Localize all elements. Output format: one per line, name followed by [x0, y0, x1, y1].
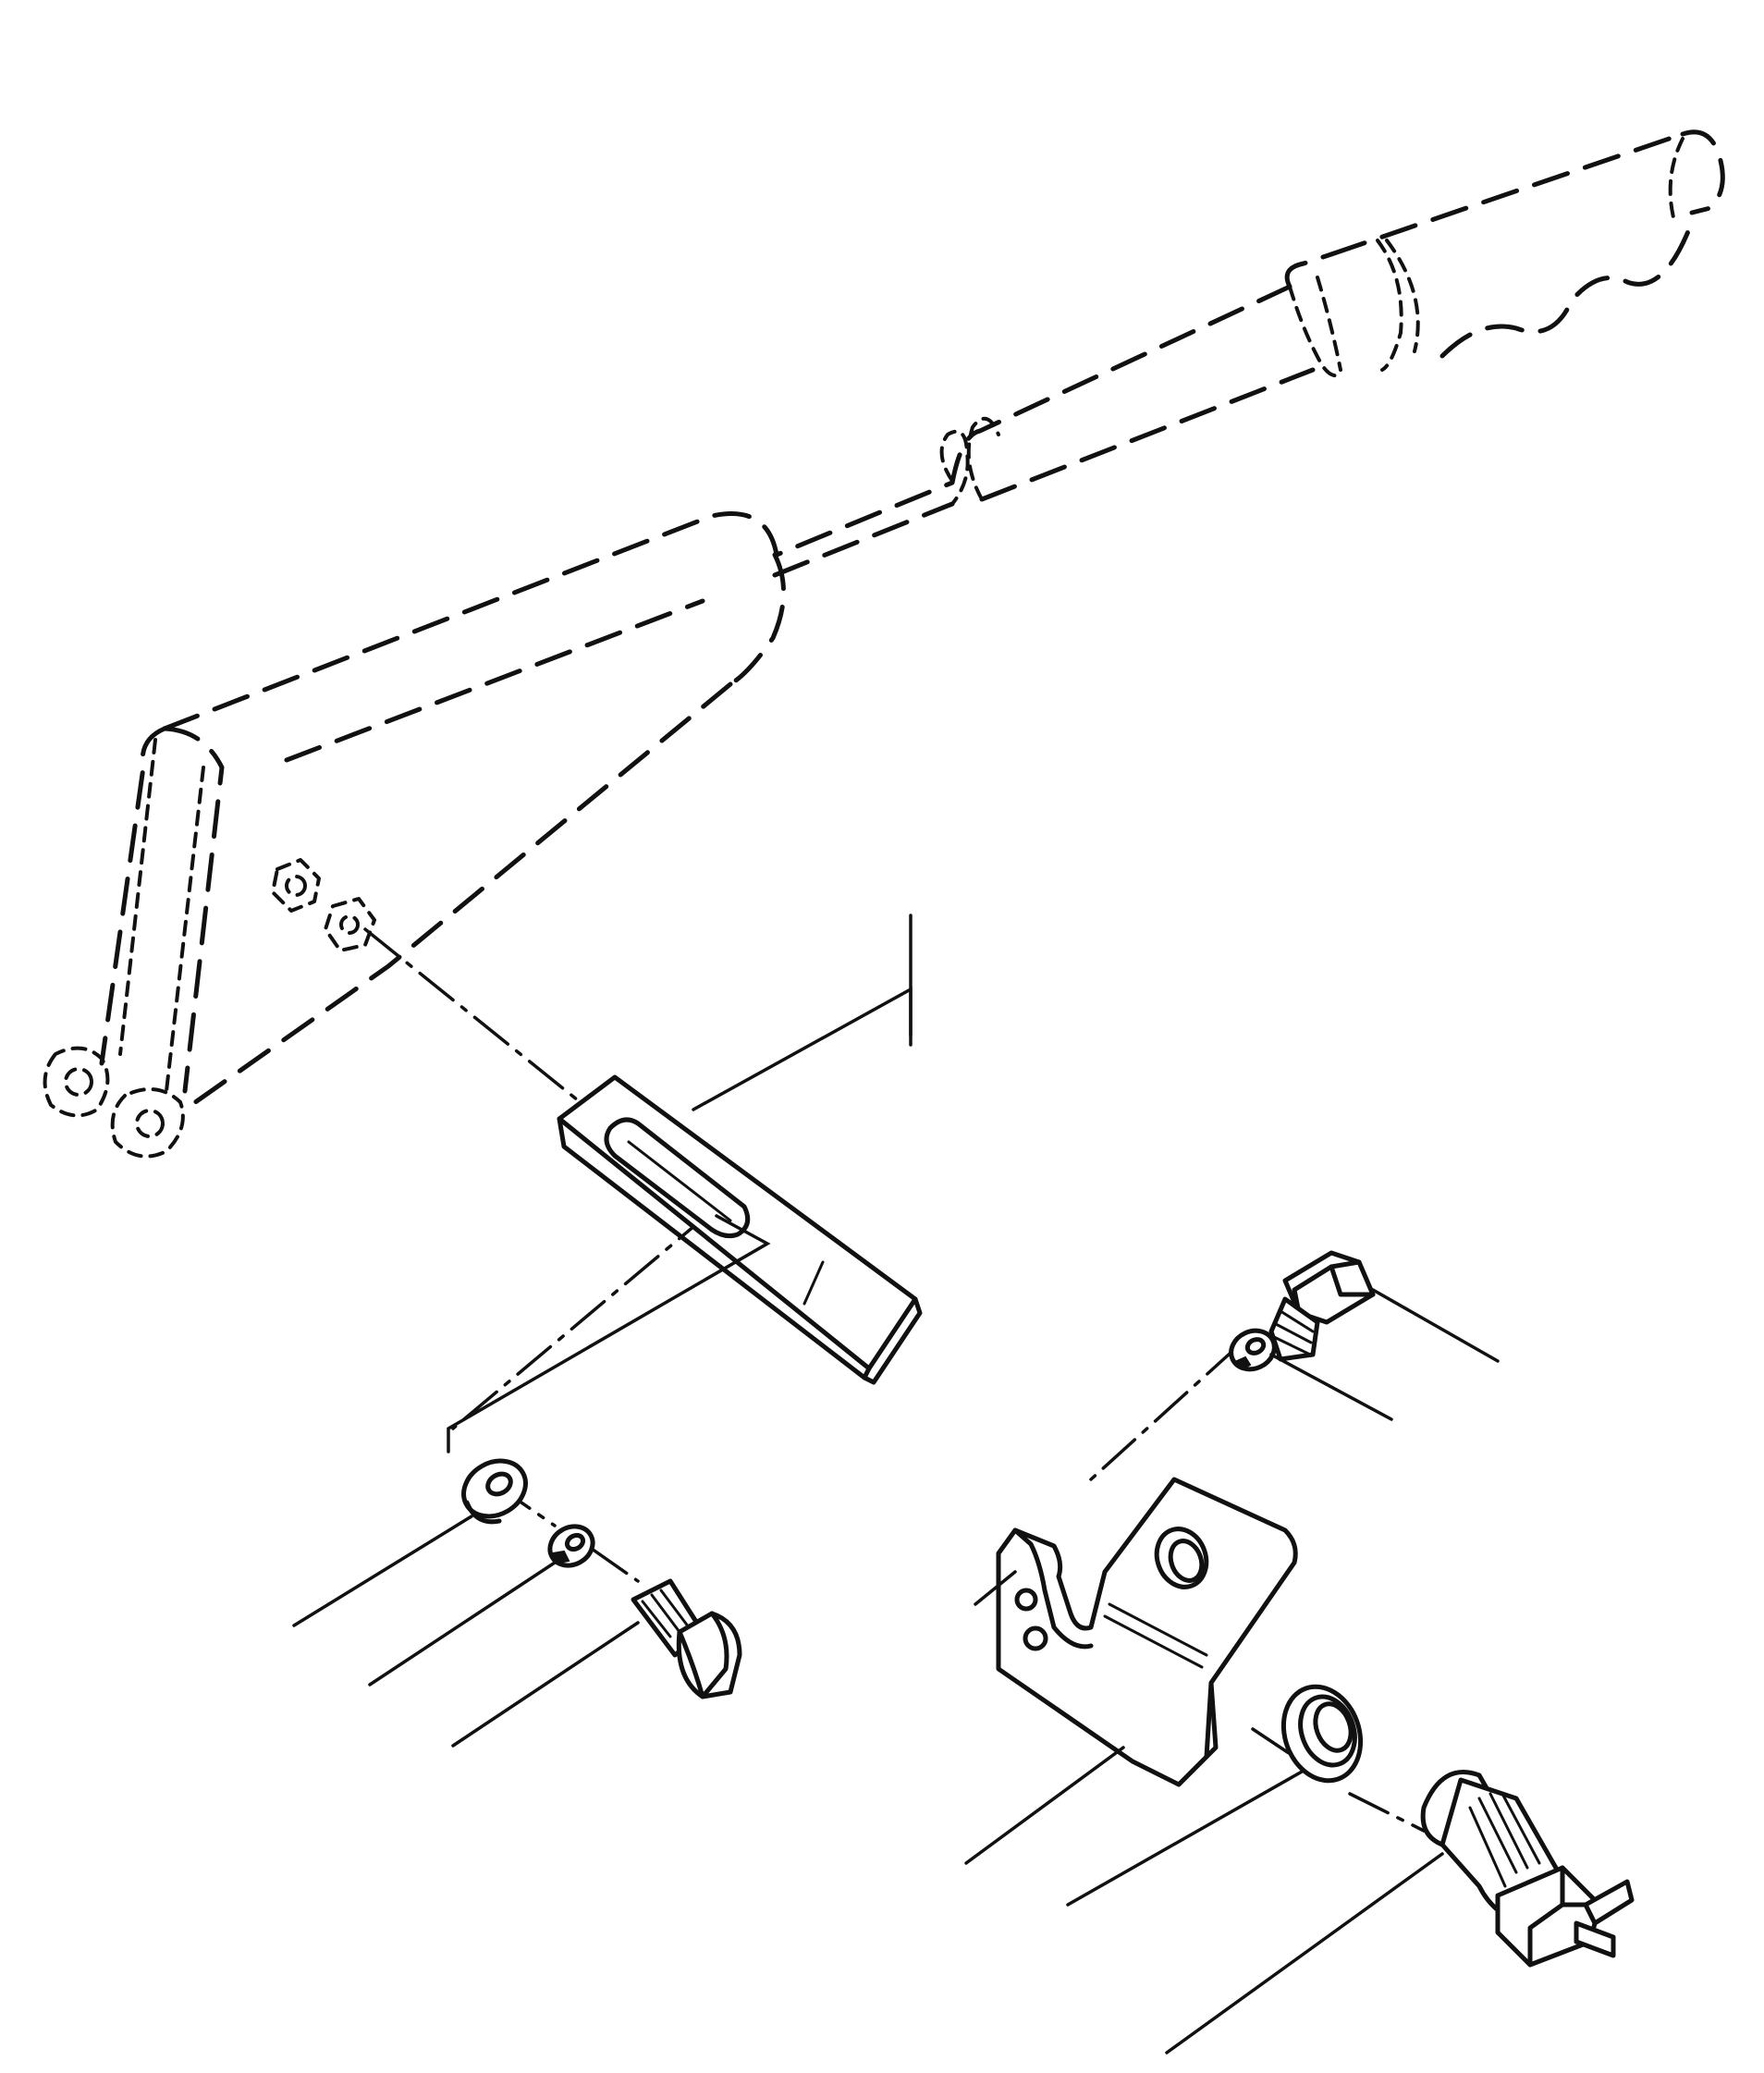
bolt-right	[1268, 1250, 1376, 1362]
leader-warning-switch	[1165, 1852, 1444, 2055]
leader-mounting-bracket	[964, 1746, 1125, 1865]
lever-pivot-nuts	[271, 858, 376, 952]
brake-warning-switch	[1420, 1770, 1635, 1968]
leader-lines	[292, 1288, 1500, 2055]
leader-bracket-tab	[974, 1570, 1017, 1606]
leader-bolt-left	[451, 1621, 640, 1748]
assembly-centerlines	[363, 927, 1426, 1833]
bolt-left	[631, 1578, 742, 1699]
switch-mounting-bracket	[996, 1477, 1298, 1787]
switch-washer	[1280, 1684, 1364, 1784]
leader-lock-washer-right	[1269, 1353, 1393, 1421]
lever-handle-grip	[1284, 129, 1725, 378]
lock-washer-right	[1229, 1328, 1277, 1372]
switch-actuator-bracket	[447, 914, 923, 1454]
leader-bolt-right	[1371, 1288, 1500, 1363]
leader-lock-washer-left	[368, 1561, 557, 1687]
lock-washer-left	[547, 1524, 595, 1568]
parking-brake-lever	[43, 284, 1316, 1159]
leader-switch-washer	[1066, 1769, 1305, 1907]
leader-washer-left	[292, 1515, 473, 1627]
washer-left	[461, 1458, 528, 1525]
